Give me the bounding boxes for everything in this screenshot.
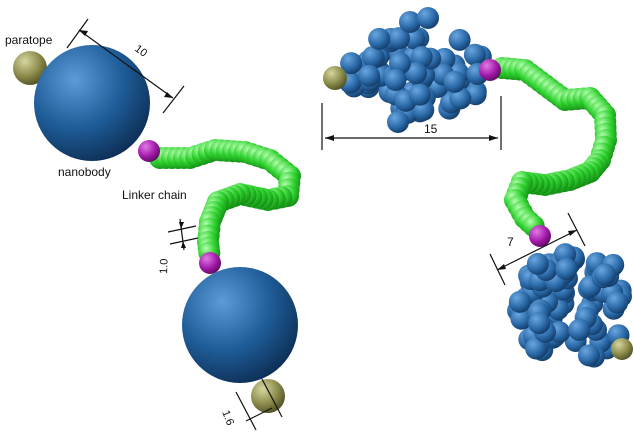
- paratope-sphere-bottom: [251, 379, 285, 413]
- nanobody-bead: [568, 318, 591, 341]
- nanobody-bead: [388, 52, 411, 75]
- nanobody-bead: [463, 43, 486, 66]
- paratope-sphere-right-top: [323, 66, 347, 90]
- nanobody-bead: [606, 291, 629, 314]
- nanobody-bead: [508, 290, 531, 313]
- dimension-1-6-label: 1.6: [219, 409, 236, 428]
- nanobody-bead: [387, 111, 409, 133]
- dimension-10-label: 10: [132, 43, 149, 60]
- label-nanobody: nanobody: [58, 165, 111, 179]
- nanobody-bead: [368, 27, 391, 50]
- nanobody-bead: [449, 87, 472, 110]
- nanobody-bead: [510, 307, 533, 330]
- right-bead-model: [323, 7, 633, 368]
- paratope-sphere-top: [13, 51, 47, 85]
- nanobody-bead: [384, 68, 407, 91]
- dimension-annotations: [66, 18, 586, 431]
- linker-chain-right: [491, 57, 617, 237]
- nanobody-bead: [405, 62, 428, 85]
- paratope-sphere-right-bottom: [611, 338, 633, 360]
- linker-chain-left: [149, 139, 301, 264]
- dimension-1-0-label: 1.0: [158, 258, 171, 274]
- dimension-15: [321, 96, 502, 150]
- nanobody-bead: [408, 83, 431, 106]
- nanobody-bead: [577, 344, 600, 367]
- nanobody-bead: [358, 64, 381, 87]
- nanobody-bead: [525, 337, 548, 360]
- dimension-7-label: 7: [507, 235, 514, 249]
- dimension-1-6: [235, 378, 283, 431]
- dimension-1-0: [167, 218, 199, 251]
- nanobody-bead: [387, 27, 410, 50]
- dimension-10: [66, 18, 185, 114]
- label-paratope: paratope: [5, 33, 53, 47]
- nanobody-bead: [399, 11, 421, 33]
- nanobody-bead: [340, 52, 363, 75]
- label-linker-chain: Linker chain: [122, 188, 187, 202]
- joint-bead-bottom: [199, 252, 221, 274]
- nanobody-bead-cluster-bottom: [507, 243, 632, 368]
- nanobody-bead: [593, 263, 616, 286]
- nanobody-bead: [555, 258, 578, 281]
- nanobody-bead: [448, 28, 471, 51]
- dimension-15-label: 15: [424, 122, 438, 136]
- nanobody-bead: [443, 70, 466, 93]
- nanobody-bead-cluster-top: [339, 7, 492, 133]
- dimension-7: [489, 212, 586, 286]
- nanobody-bead: [526, 252, 549, 275]
- nanobody-sphere-bottom: [182, 267, 298, 383]
- joint-bead-right-bottom: [529, 225, 551, 247]
- left-coarse-model: [13, 45, 301, 413]
- nanobody-bead: [528, 312, 551, 335]
- joint-bead-top: [138, 140, 160, 162]
- nanobody-bead: [361, 45, 384, 68]
- nanobody-bead: [417, 7, 439, 29]
- joint-bead-right-top: [479, 59, 501, 81]
- nanobody-sphere-top: [34, 45, 150, 161]
